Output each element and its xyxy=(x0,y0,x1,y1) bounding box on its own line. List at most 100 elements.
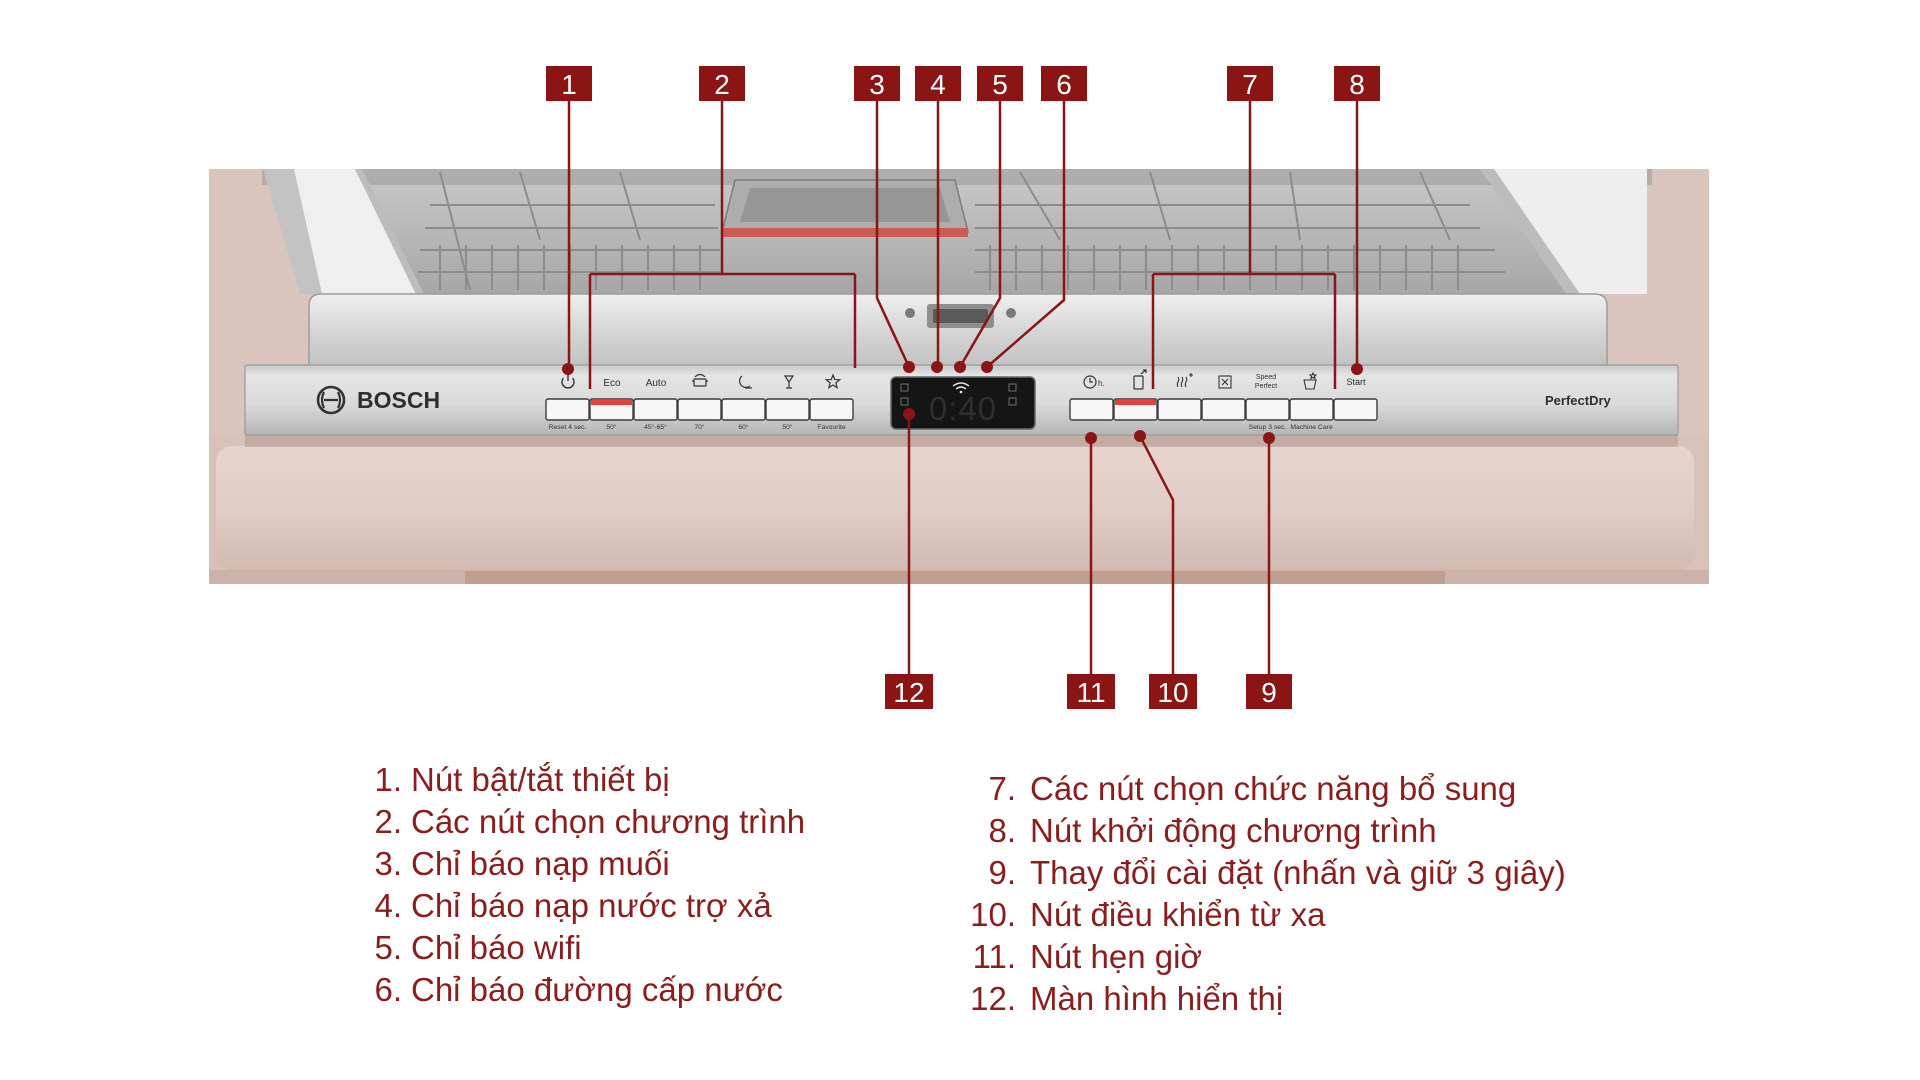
callout-number: 6 xyxy=(1056,69,1072,100)
legend-item-7: 7. Các nút chọn chức năng bổ sung xyxy=(935,768,1566,810)
callout-number: 1 xyxy=(561,69,577,100)
latch-screw-right xyxy=(1006,308,1016,318)
callout-box xyxy=(885,674,933,709)
door-front xyxy=(216,446,1694,570)
callout-number: 5 xyxy=(992,69,1008,100)
door-seal-left xyxy=(263,169,322,294)
option-button xyxy=(1157,398,1202,421)
program-button xyxy=(677,398,722,421)
legend-item-6: 6. Chỉ báo đường cấp nước xyxy=(350,969,805,1011)
legend-item-12: 12. Màn hình hiển thị xyxy=(935,978,1566,1020)
callout-label-3: 3 xyxy=(854,66,900,101)
callout-label-12: 12 xyxy=(885,674,933,709)
option-button xyxy=(1201,398,1246,421)
remote-start-icon xyxy=(1133,369,1147,390)
inner-wall-left-edge xyxy=(355,169,424,294)
night-quiet-icon xyxy=(739,375,752,389)
callout-box xyxy=(915,66,961,101)
leader-line-6 xyxy=(986,101,1066,368)
top-steel-panel xyxy=(308,293,1608,367)
leader-line-2 xyxy=(588,101,857,389)
callout-dot-12 xyxy=(903,408,915,420)
callout-box xyxy=(854,66,900,101)
timer-hour-suffix: h. xyxy=(1098,379,1105,388)
setup-button-label: Setup 3 sec. xyxy=(1249,424,1287,431)
upper-rack-right xyxy=(975,171,1505,290)
legend-text: Nút điều khiển từ xa xyxy=(1030,896,1326,933)
callout-number: 12 xyxy=(893,677,924,708)
option-button xyxy=(1069,398,1114,421)
program-button xyxy=(765,398,810,421)
legend-number: 11. xyxy=(972,938,1016,975)
legend-text: Nút bật/tắt thiết bị xyxy=(411,761,670,798)
half-load-icon xyxy=(1218,375,1232,389)
legend-item-11: 11. Nút hẹn giờ xyxy=(935,936,1566,978)
option-buttons xyxy=(1069,398,1378,421)
legend-text: Chỉ báo nạp muối xyxy=(411,845,670,882)
door-latch xyxy=(905,304,1016,328)
callout-label-6: 6 xyxy=(1041,66,1087,101)
bosch-logo: BOSCH xyxy=(316,385,440,415)
leader-line-10 xyxy=(1138,435,1175,674)
latch-screw-left xyxy=(905,308,915,318)
program-button-labels: Reset 4 sec. 50° 45°-65° 70° 60° 50° Fav… xyxy=(549,423,846,431)
auto-label: Auto xyxy=(646,378,667,389)
display-time: 0:40 xyxy=(929,390,997,427)
legend-item-1: 1. Nút bật/tắt thiết bị xyxy=(350,759,805,801)
legend-number: 2. xyxy=(374,803,402,840)
strip-shadow xyxy=(245,435,1678,447)
program-button-label: Favourite xyxy=(817,424,846,431)
legend-text: Nút khởi động chương trình xyxy=(1030,812,1437,849)
program-button-label: 70° xyxy=(694,423,705,431)
callout-number: 10 xyxy=(1157,677,1188,708)
cutlery-tray-red-edge xyxy=(722,228,968,237)
speed-perfect-label-line1: Speed xyxy=(1256,374,1276,381)
callout-box xyxy=(1067,674,1115,709)
callout-label-1: 1 xyxy=(546,66,592,101)
legend-text: Màn hình hiển thị xyxy=(1030,980,1284,1017)
callout-box xyxy=(1246,674,1292,709)
legend-number: 4. xyxy=(374,887,402,924)
glass-icon xyxy=(783,375,795,389)
callout-number: 2 xyxy=(714,69,730,100)
callout-box xyxy=(1041,66,1087,101)
callout-dots xyxy=(562,361,1363,444)
program-button xyxy=(809,398,854,421)
callout-dot-1 xyxy=(562,363,574,375)
leader-line-7 xyxy=(1151,101,1337,389)
callout-label-4: 4 xyxy=(915,66,961,101)
legend-item-2: 2. Các nút chọn chương trình xyxy=(350,801,805,843)
callout-labels-top: 1 2 3 4 5 6 7 8 xyxy=(546,66,1380,101)
callout-number: 8 xyxy=(1349,69,1365,100)
callout-label-9: 9 xyxy=(1246,674,1292,709)
callout-dot-8 xyxy=(1351,363,1363,375)
callout-dot-4 xyxy=(931,361,943,373)
bosch-armature-icon xyxy=(316,385,346,415)
legend-number: 5. xyxy=(374,929,402,966)
callout-label-2: 2 xyxy=(699,66,745,101)
display-screen: 0:40 xyxy=(890,376,1036,430)
leader-line-3 xyxy=(875,101,911,368)
latch-slot xyxy=(933,309,988,323)
legend-item-10: 10. Nút điều khiển từ xa xyxy=(935,894,1566,936)
callout-label-5: 5 xyxy=(977,66,1023,101)
brand-name: BOSCH xyxy=(357,387,440,413)
selected-program-indicator xyxy=(591,400,632,405)
callout-label-7: 7 xyxy=(1227,66,1273,101)
bosch-armature-inner xyxy=(320,391,342,409)
panel-photo: BOSCH PerfectDry Eco Auto h. xyxy=(209,169,1709,584)
program-button xyxy=(633,398,678,421)
callout-dot-6 xyxy=(981,361,993,373)
eco-label: Eco xyxy=(603,378,621,389)
machine-care-icon xyxy=(1303,371,1318,390)
callout-label-11: 11 xyxy=(1067,674,1115,709)
start-label: Start xyxy=(1346,377,1366,387)
legend-number: 10. xyxy=(970,896,1016,933)
inner-wall-left xyxy=(294,169,416,294)
program-button-label: 60° xyxy=(738,423,749,431)
legend-number: 12. xyxy=(970,980,1016,1017)
legend-item-5: 5. Chỉ báo wifi xyxy=(350,927,805,969)
wifi-icon xyxy=(952,382,970,394)
tub-back-shadow xyxy=(262,169,1652,185)
